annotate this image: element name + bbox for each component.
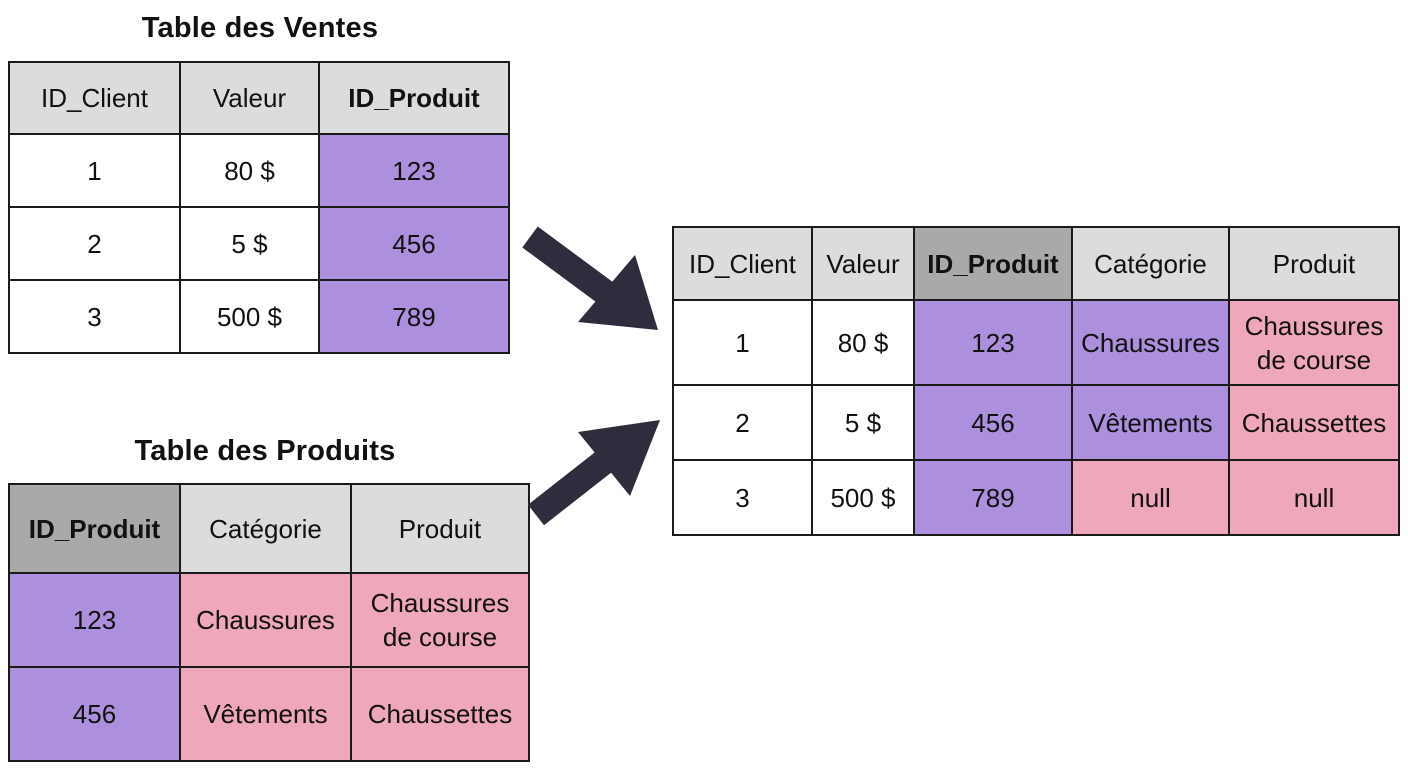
table-header-row: ID_Client Valeur ID_Produit Catégorie Pr…	[672, 226, 1400, 301]
table-row: 1 80 $ 123	[8, 133, 510, 208]
table-cell: Chaussures de course	[1228, 299, 1400, 386]
table-cell: 456	[913, 384, 1073, 461]
header-cell-valeur: Valeur	[179, 61, 320, 135]
table-cell: Vêtements	[1071, 384, 1230, 461]
table-cell: 2	[672, 384, 813, 461]
table-cell: 123	[913, 299, 1073, 386]
header-cell-categorie: Catégorie	[1071, 226, 1230, 301]
sales-table-title: Table des Ventes	[141, 12, 379, 44]
table-row: 123 Chaussures Chaussures de course	[8, 572, 530, 668]
table-cell: 5 $	[179, 206, 320, 281]
table-cell: 789	[913, 459, 1073, 536]
header-cell-id-client: ID_Client	[672, 226, 813, 301]
table-cell: 500 $	[811, 459, 915, 536]
table-cell: 1	[672, 299, 813, 386]
table-cell: 123	[318, 133, 510, 208]
table-cell: 2	[8, 206, 181, 281]
header-cell-produit: Produit	[350, 483, 530, 574]
table-row: 456 Vêtements Chaussettes	[8, 666, 530, 762]
table-cell: 5 $	[811, 384, 915, 461]
table-cell: Chaussures	[179, 572, 352, 668]
table-cell: Chaussures de course	[350, 572, 530, 668]
table-cell: 456	[8, 666, 181, 762]
result-table: ID_Client Valeur ID_Produit Catégorie Pr…	[672, 226, 1400, 536]
table-row: 2 5 $ 456	[8, 206, 510, 281]
table-cell: 80 $	[179, 133, 320, 208]
table-cell: 123	[8, 572, 181, 668]
header-cell-produit: Produit	[1228, 226, 1400, 301]
header-cell-id-client: ID_Client	[8, 61, 181, 135]
table-cell: 500 $	[179, 279, 320, 354]
products-table-title: Table des Produits	[134, 435, 396, 467]
table-row: 3 500 $ 789	[8, 279, 510, 354]
table-cell: 3	[672, 459, 813, 536]
header-cell-categorie: Catégorie	[179, 483, 352, 574]
header-cell-id-produit: ID_Produit	[8, 483, 181, 574]
table-cell: 789	[318, 279, 510, 354]
header-cell-valeur: Valeur	[811, 226, 915, 301]
table-header-row: ID_Client Valeur ID_Produit	[8, 61, 510, 135]
table-row: 2 5 $ 456 Vêtements Chaussettes	[672, 384, 1400, 461]
table-cell: 3	[8, 279, 181, 354]
table-cell: Chaussettes	[350, 666, 530, 762]
table-cell: 1	[8, 133, 181, 208]
arrow-icon	[522, 226, 658, 330]
header-cell-id-produit: ID_Produit	[318, 61, 510, 135]
table-cell: null	[1228, 459, 1400, 536]
table-cell: Vêtements	[179, 666, 352, 762]
table-cell: null	[1071, 459, 1230, 536]
header-cell-id-produit: ID_Produit	[913, 226, 1073, 301]
table-row: 1 80 $ 123 Chaussures Chaussures de cour…	[672, 299, 1400, 386]
sales-table: ID_Client Valeur ID_Produit 1 80 $ 123 2…	[8, 61, 510, 354]
table-row: 3 500 $ 789 null null	[672, 459, 1400, 536]
products-table: ID_Produit Catégorie Produit 123 Chaussu…	[8, 483, 530, 762]
table-cell: Chaussures	[1071, 299, 1230, 386]
table-header-row: ID_Produit Catégorie Produit	[8, 483, 530, 574]
table-cell: Chaussettes	[1228, 384, 1400, 461]
table-cell: 80 $	[811, 299, 915, 386]
arrow-icon	[527, 420, 660, 526]
table-cell: 456	[318, 206, 510, 281]
